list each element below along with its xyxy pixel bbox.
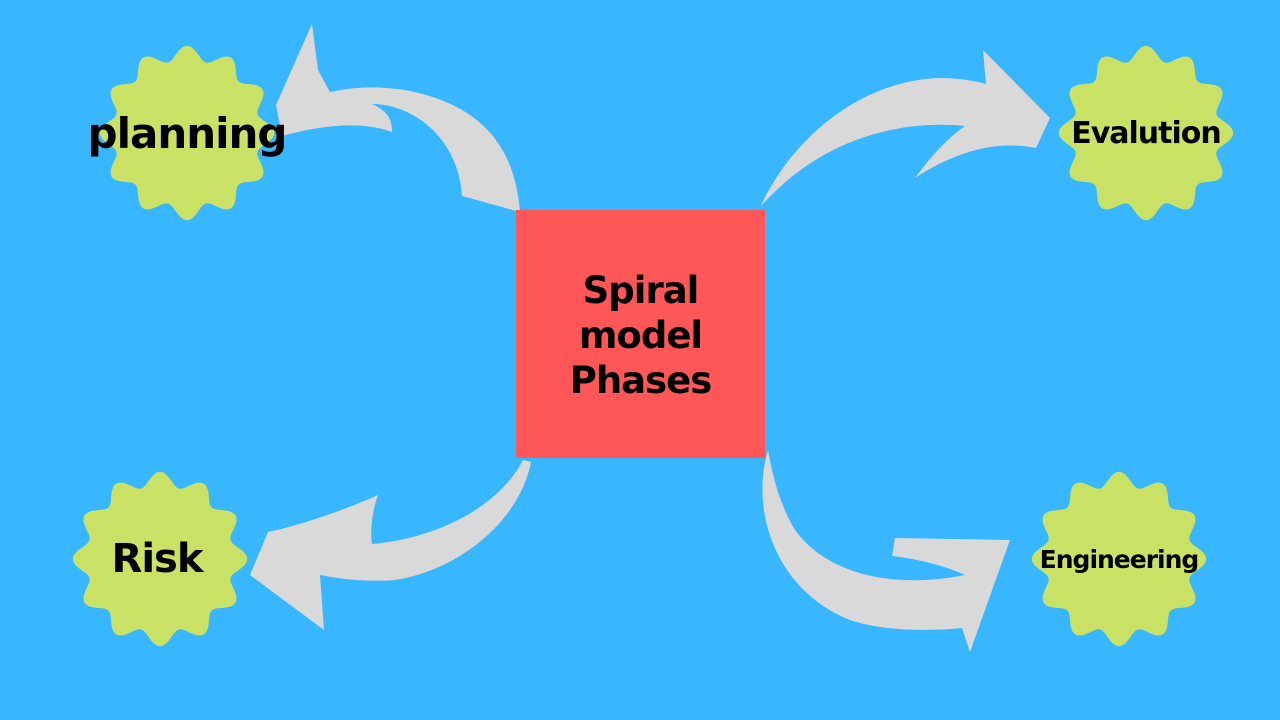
badge-engineering: Engineering xyxy=(1030,470,1208,648)
phase-label-risk: Risk xyxy=(111,536,204,582)
arrow-to-evaluation xyxy=(760,50,1050,208)
arrow-to-engineering xyxy=(762,450,1010,652)
wavy-circle-icon xyxy=(1031,471,1207,647)
badge-planning: planning xyxy=(87,44,288,222)
center-title-line2: Phases xyxy=(569,359,713,402)
wavy-circle-icon xyxy=(1058,45,1234,221)
badge-evaluation: Evalution xyxy=(1057,44,1235,222)
wavy-circle-icon xyxy=(99,45,275,221)
center-title-line1: Spiral model xyxy=(578,269,703,357)
badge-risk: Risk xyxy=(71,470,249,648)
center-title: Spiral model Phases xyxy=(516,268,765,403)
phase-label-engineering: Engineering xyxy=(1039,544,1200,574)
arrow-to-risk xyxy=(250,460,531,630)
arrow-to-planning xyxy=(276,24,520,212)
wavy-circle-icon xyxy=(72,471,248,647)
center-box xyxy=(516,210,765,458)
phase-label-evaluation: Evalution xyxy=(1071,115,1222,151)
phase-label-planning: planning xyxy=(87,108,288,158)
